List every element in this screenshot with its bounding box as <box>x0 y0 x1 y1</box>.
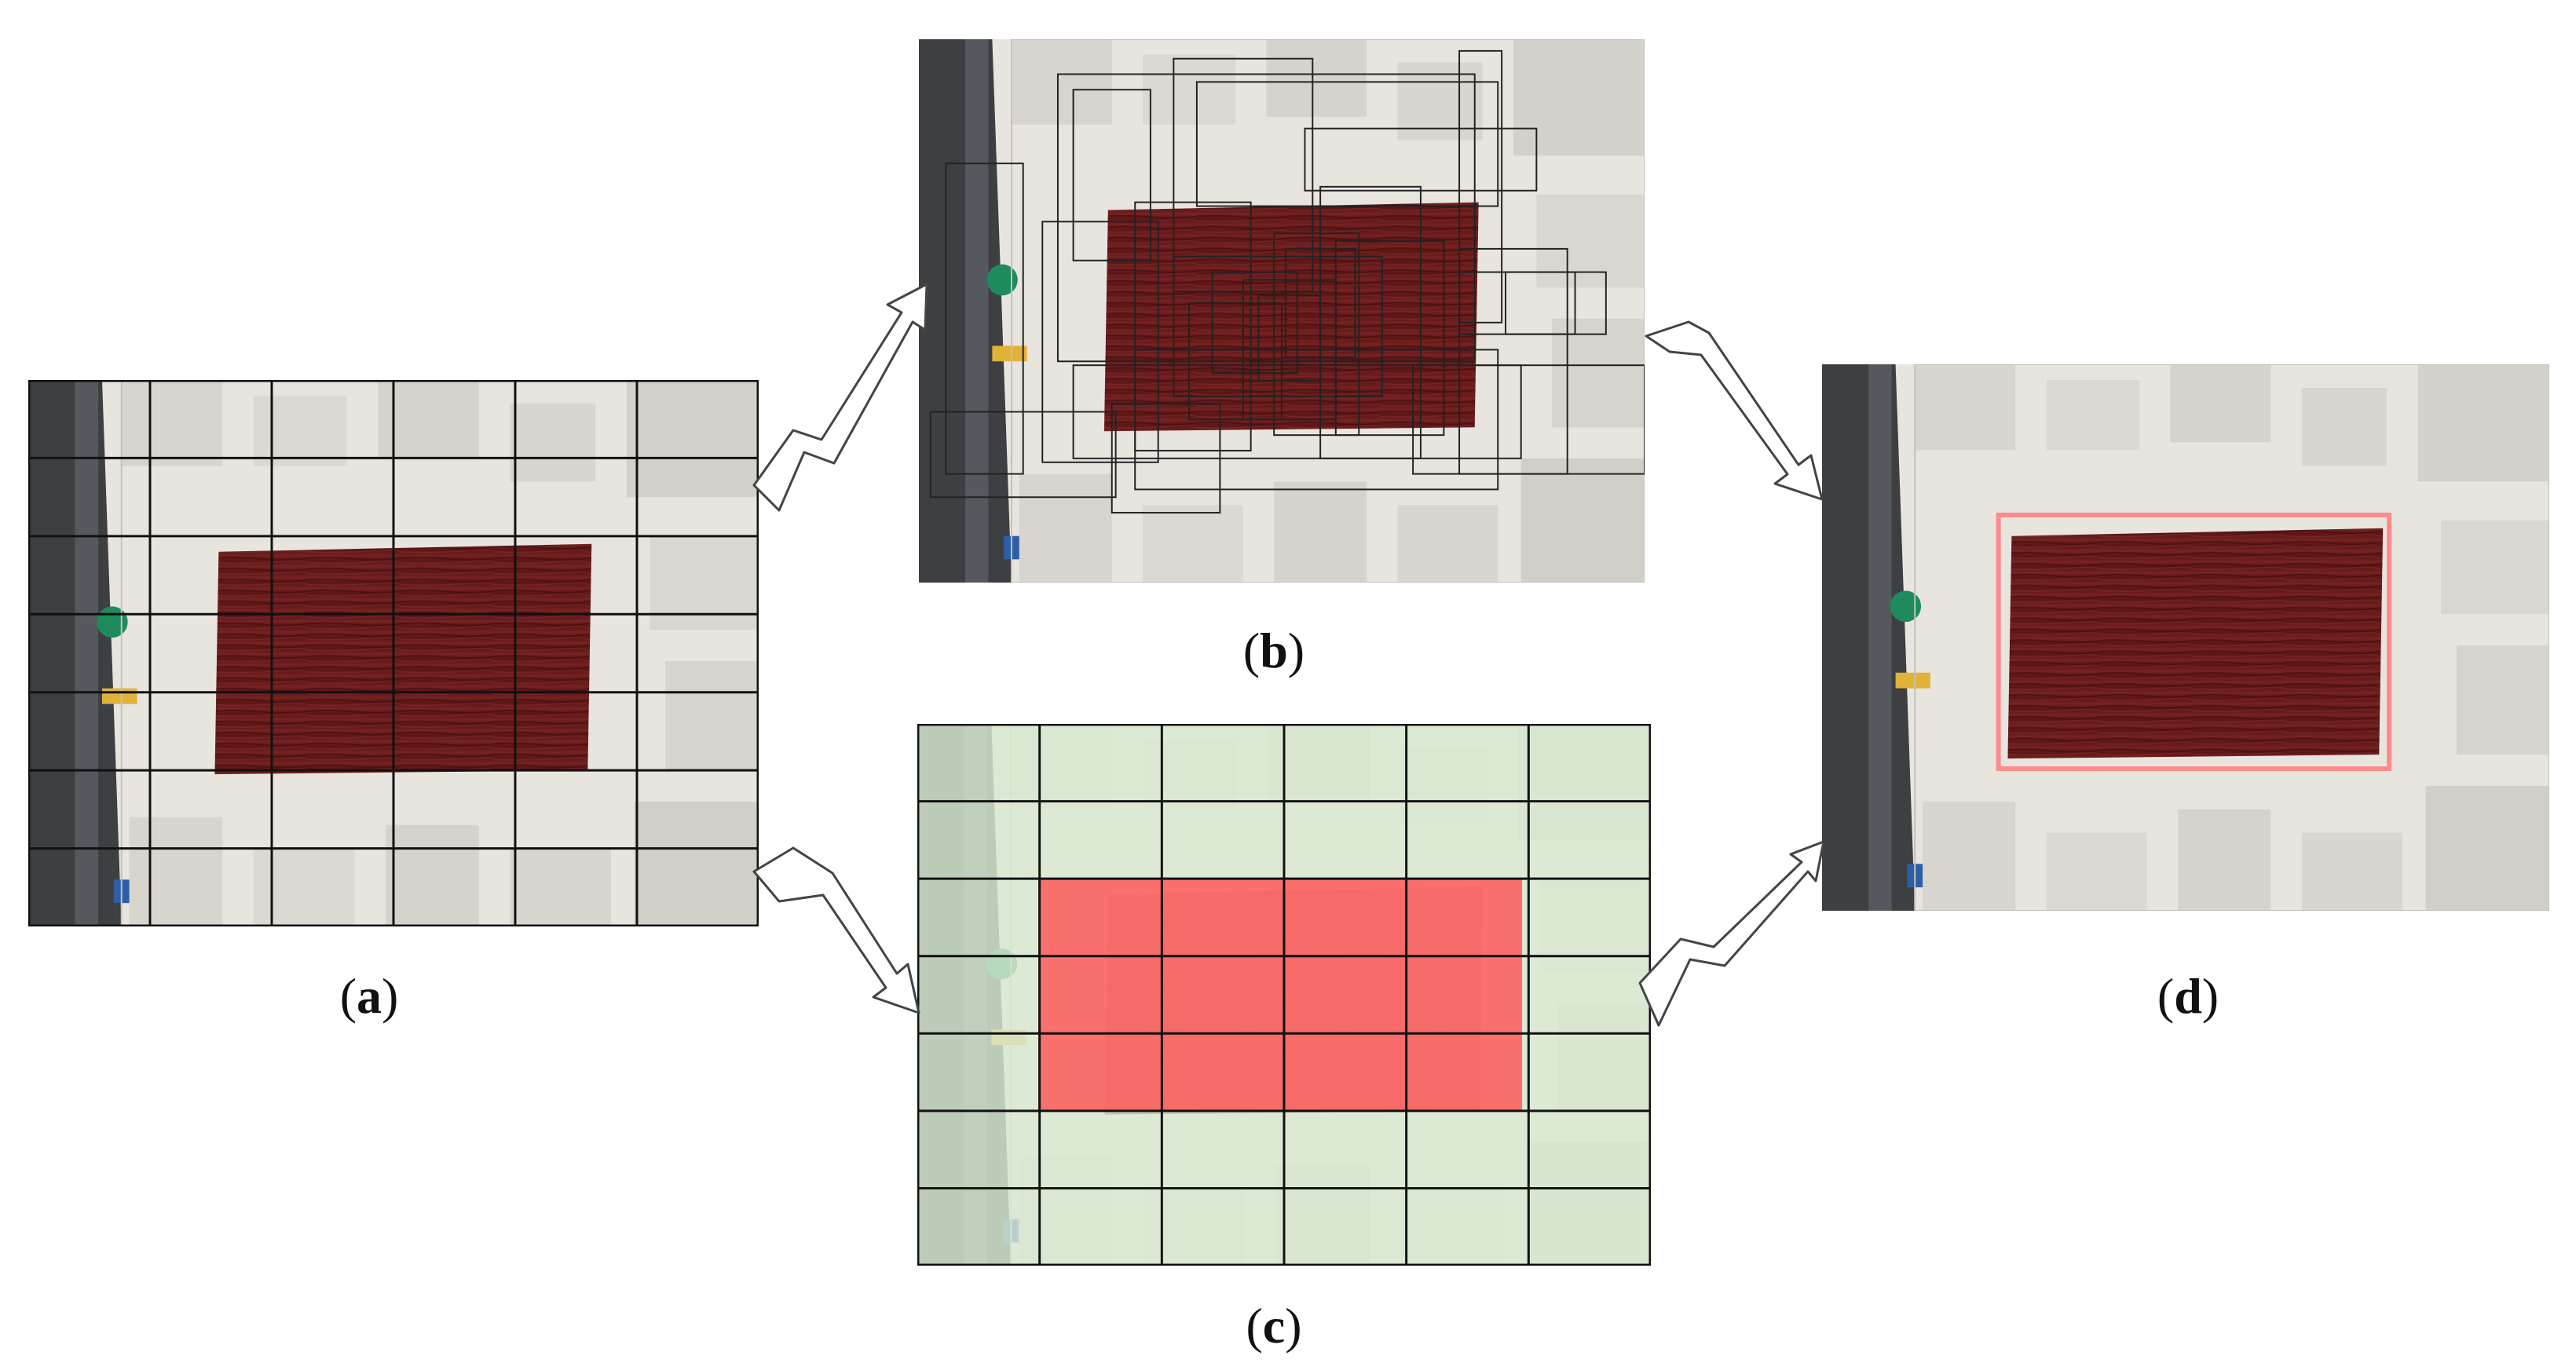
panel-d-final-detection: (d) <box>1822 364 2549 1024</box>
grid-a <box>28 380 759 926</box>
caption-c: (c) <box>1246 1298 1301 1354</box>
proposal-box <box>1458 49 1503 323</box>
proposal-box <box>1056 73 1476 363</box>
proposal-box <box>1134 201 1252 451</box>
proposal-box <box>1211 271 1298 375</box>
proposal-box <box>1412 364 1645 475</box>
wood-block <box>1103 202 1479 432</box>
proposal-box <box>1188 302 1283 421</box>
arrow-b-to-d <box>1645 320 1824 501</box>
proposal-box <box>1195 81 1499 207</box>
caption-b: (b) <box>1243 623 1304 678</box>
panel-b-proposals: (b) <box>919 39 1645 678</box>
proposal-box <box>1111 403 1221 514</box>
proposal-box <box>1072 89 1151 261</box>
detection-box <box>1996 512 2392 772</box>
arrow-a-to-b <box>752 283 928 512</box>
panel-a-grid-input: (a) <box>28 380 759 1024</box>
proposal-box <box>945 163 1024 475</box>
proposal-box <box>1173 255 1383 397</box>
proposal-box <box>1072 364 1522 459</box>
proposal-box <box>929 411 1117 499</box>
panel-c-class-probability: (c) <box>917 724 1651 1354</box>
wood-block <box>214 543 592 775</box>
proposal-boxes <box>929 49 1645 514</box>
proposal-box <box>1041 221 1159 463</box>
caption-d: (d) <box>2157 968 2219 1024</box>
object-cells-highlight <box>1038 879 1523 1111</box>
arrow-c-to-d <box>1638 840 1825 1027</box>
grid-c <box>917 724 1651 1266</box>
arrow-a-to-c <box>752 846 920 1014</box>
grid-border <box>28 380 759 926</box>
proposal-box <box>1334 240 1445 437</box>
caption-a: (a) <box>340 968 399 1024</box>
proposal-box <box>1273 232 1360 437</box>
proposal-box <box>1505 271 1576 335</box>
proposal-box <box>1134 349 1499 491</box>
wood-block <box>2007 528 2384 759</box>
